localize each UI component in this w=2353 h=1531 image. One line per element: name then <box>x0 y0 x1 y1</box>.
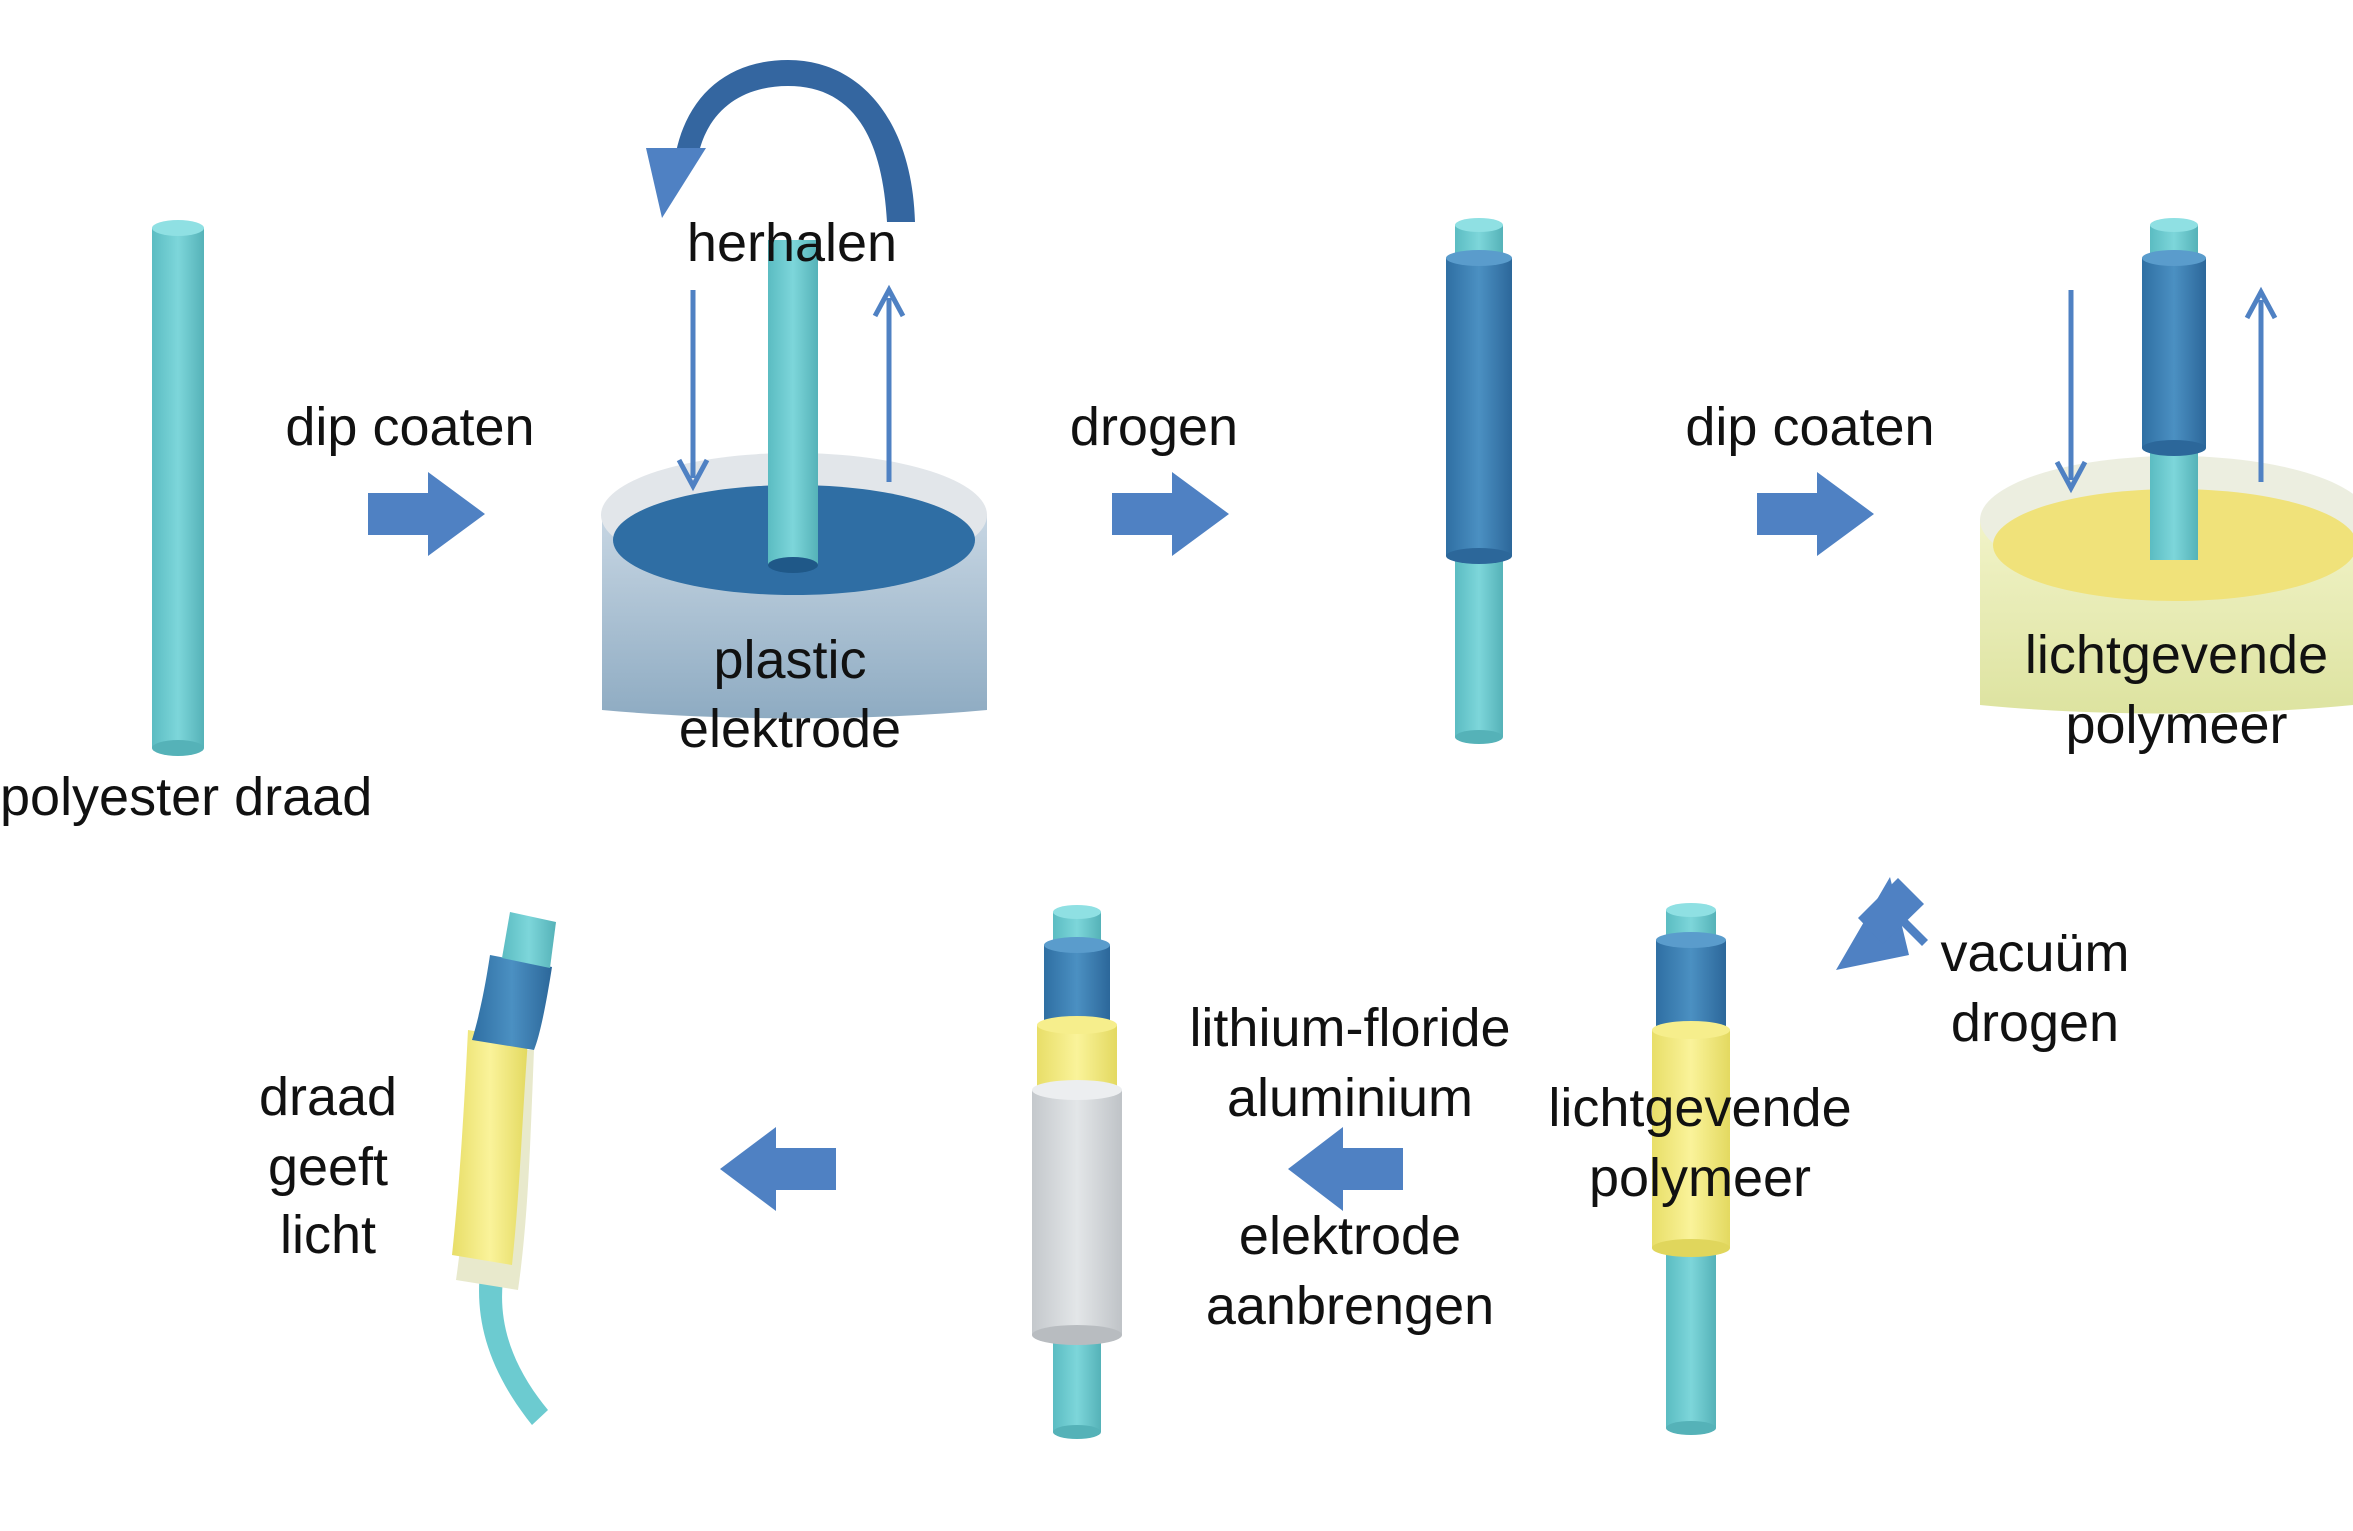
electrode-step-label-line2: aluminium <box>1226 1068 1474 1128</box>
dip-coating-step-label: dip coaten <box>285 397 535 457</box>
down-left-arrow-body <box>1858 878 1924 944</box>
repeat-arrow-icon <box>646 60 915 222</box>
vacuum-drying-label-line1: vacuüm <box>1940 923 2130 983</box>
polymer-bath-label-line1: lichtgevende <box>2024 625 2329 685</box>
polyester-fiber <box>152 220 204 756</box>
polymer-bath-label-line2: polymeer <box>2065 695 2288 755</box>
dip-down-arrow-icon <box>2054 290 2088 494</box>
dip-down-arrow-icon <box>676 290 710 492</box>
electrode-step-label-line4: aanbrengen <box>1205 1276 1495 1336</box>
result-label-line3: licht <box>279 1205 377 1265</box>
glowing-fiber <box>452 912 556 1425</box>
left-arrow-icon <box>720 1127 836 1211</box>
polyester-fiber-label: polyester draad <box>0 767 373 827</box>
vacuum-drying-label-line2: drogen <box>1950 993 2120 1053</box>
polymer-bath <box>1980 218 2353 714</box>
polymer-layer-label-line1: lichtgevende <box>1548 1078 1852 1138</box>
dip-coating-step-label-2: dip coaten <box>1685 397 1935 457</box>
bath-label-line2: elektrode <box>678 699 902 759</box>
pull-up-arrow-icon <box>2244 286 2278 482</box>
right-arrow-icon <box>368 472 485 556</box>
drying-step-label: drogen <box>1069 397 1239 457</box>
metal-coated-fiber <box>1032 905 1122 1439</box>
result-label-line1: draad <box>258 1067 398 1127</box>
right-arrow-icon <box>1112 472 1229 556</box>
electrode-bath <box>601 240 987 719</box>
result-label-line2: geeft <box>267 1137 389 1197</box>
bath-label-line1: plastic <box>713 630 867 690</box>
polymer-coated-fiber <box>1652 903 1730 1435</box>
electrode-step-label-line1: lithium-floride <box>1189 998 1511 1058</box>
electrode-step-label-line3: elektrode <box>1238 1206 1462 1266</box>
polymer-layer-label-line2: polymeer <box>1588 1148 1812 1208</box>
electrode-coated-fiber <box>1446 218 1512 744</box>
right-arrow-icon <box>1757 472 1874 556</box>
repeat-label: herhalen <box>686 213 898 273</box>
pull-up-arrow-icon <box>872 284 906 482</box>
left-arrow-icon <box>1288 1127 1403 1211</box>
